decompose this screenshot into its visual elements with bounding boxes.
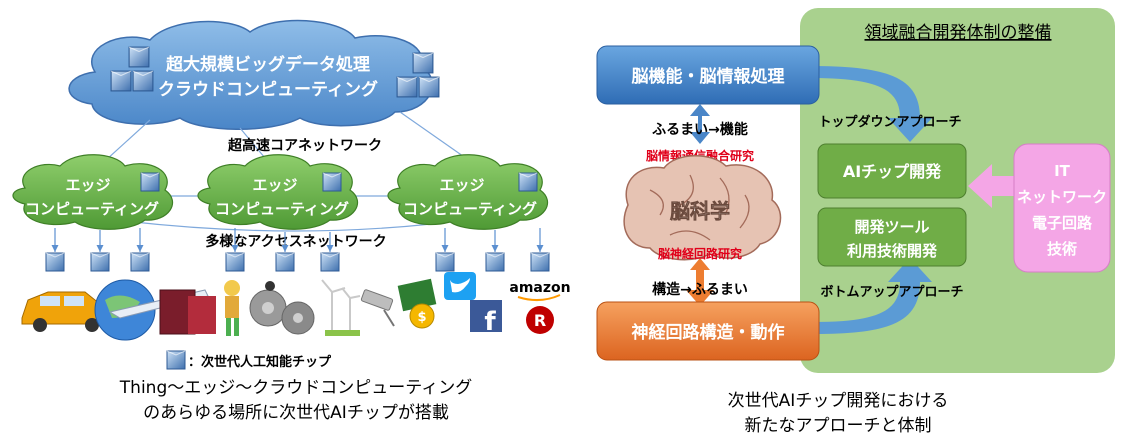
blue-double-arrow [690,104,710,144]
dev-tools-box [817,207,967,267]
svg-text:$: $ [417,310,426,325]
payment-icons-image: $ [397,278,437,329]
left-section: 超大規模ビッグデータ処理 クラウドコンピューティング 超高速コアネットワーク エ… [12,19,571,423]
dev-tools-line2: 利用技術開発 [847,242,938,260]
neural-circuit-label: 神経回路構造・動作 [632,322,785,343]
behavior-function-label: ふるまい→機能 [652,121,748,138]
right-section: 領域融合開発体制の整備 脳機能・脳情報処理 ふるまい→機能 脳情報通信融合研究 … [596,8,1115,436]
it-line-2: ネットワーク [1017,188,1107,206]
chip-cube [418,76,440,98]
chip-cube [320,252,340,272]
wind-turbines-image [321,279,361,336]
robot-figure-image [224,280,240,336]
left-caption-line2: のあらゆる場所に次世代AIチップが搭載 [143,403,449,423]
edge-cloud-3 [387,154,549,230]
left-caption-line1: Thing～エッジ～クラウドコンピューティング [119,378,472,398]
chip-cube [130,252,150,272]
legend-chip-cube [166,350,186,370]
gears-image [249,281,315,335]
it-line-4: 技術 [1047,240,1077,258]
chip-cube [275,252,295,272]
chip-cube [90,252,110,272]
car-image [21,291,111,332]
chip-cube [518,172,538,192]
top-down-label: トップダウンアプローチ [818,114,961,130]
edge-cloud-2 [197,154,359,230]
legend-label: ：次世代人工知能チップ [188,354,332,370]
cloud-title-line1: 超大規模ビッグデータ処理 [166,54,370,75]
it-tech-box [1013,143,1111,273]
brain-function-box [596,45,820,105]
bottom-up-label: ボトムアップアプローチ [820,284,963,300]
chip-cube [530,252,550,272]
top-down-arrow [810,66,932,142]
passport-image [159,289,216,335]
access-arrows [51,228,544,252]
chip-cube [485,252,505,272]
dev-tools-line1: 開発ツール [854,218,929,236]
bottom-up-arrow [815,258,932,334]
neural-circuit-box [596,301,820,361]
brain-function-label: 脳機能・脳情報処理 [632,66,785,87]
rakuten-letter: R [534,311,546,330]
facebook-icon: f [470,300,502,337]
edge-3-line1: エッジ [439,176,484,194]
facebook-letter: f [484,307,496,337]
edge-1-line2: コンピューティング [25,200,159,218]
cloud-title-line2: クラウドコンピューティング [158,79,378,100]
access-network-label: 多様なアクセスネットワーク [205,233,386,250]
security-camera-image [360,289,395,327]
rakuten-icon: R [526,306,554,334]
chip-cube [396,76,418,98]
edge-2-line1: エッジ [252,176,297,194]
edge-3-line2: コンピューティング [403,200,537,218]
core-network-label: 超高速コアネットワーク [227,137,382,154]
pink-arrow [968,164,1014,208]
it-line-3: 電子回路 [1032,214,1093,232]
twitter-icon [444,272,476,300]
neural-circuit-research-label: 脳神経回路研究 [658,246,742,261]
edge-cloud-1 [12,154,174,230]
chip-cube [322,172,342,192]
right-caption-line2: 新たなアプローチと体制 [745,416,932,436]
edge-2-line2: コンピューティング [215,200,349,218]
chip-cube [128,46,150,68]
chip-cube [435,252,455,272]
structure-behavior-label: 構造→ふるまい [652,281,748,298]
chip-cube [45,252,65,272]
orange-double-arrow [686,258,714,306]
brain-image [623,155,782,261]
amazon-logo: amazon [509,280,570,296]
it-line-1: IT [1054,162,1071,180]
ai-chip-dev-box [817,143,967,199]
edge-1-line1: エッジ [65,176,110,194]
ai-chip-dev-label: AIチップ開発 [843,162,942,181]
chip-cube [412,52,434,74]
chip-cube [110,70,132,92]
chip-cube [140,172,160,192]
right-caption-line1: 次世代AIチップ開発における [728,391,949,411]
chip-cube [132,70,154,92]
chip-cube [225,252,245,272]
panel-title: 領域融合開発体制の整備 [865,23,1052,43]
amazon-smile-icon [517,294,561,301]
brain-science-label: 脳科学 [669,199,730,223]
